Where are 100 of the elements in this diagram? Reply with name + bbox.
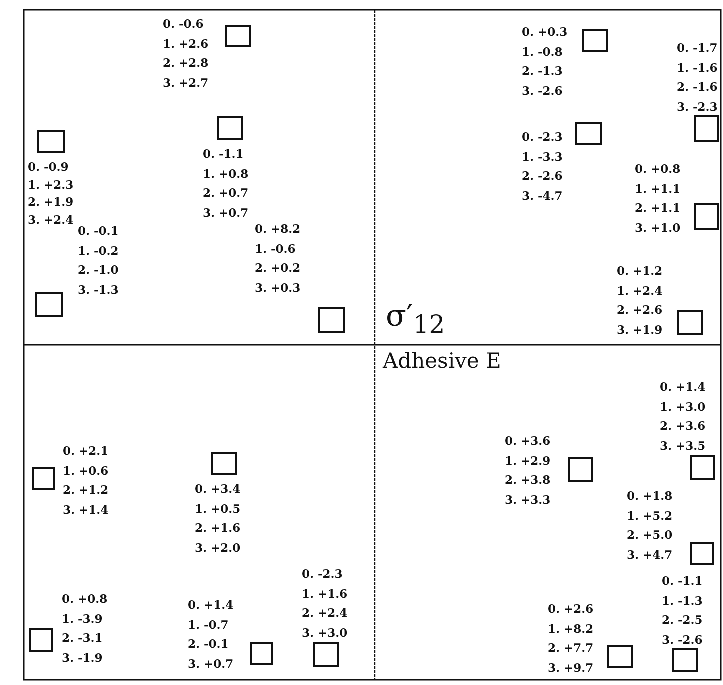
value-label: 3. +3.0 <box>302 626 348 640</box>
value-label: 1. +0.6 <box>63 464 109 478</box>
value-label: 2. -1.0 <box>78 263 119 277</box>
empty-square <box>29 628 53 652</box>
empty-square <box>694 203 719 230</box>
value-label: 2. +0.7 <box>203 186 249 200</box>
value-label: 1. +2.4 <box>617 284 663 298</box>
empty-square <box>677 310 703 335</box>
value-label: 2. +0.2 <box>255 261 301 275</box>
value-label: 0. -0.1 <box>78 224 119 238</box>
value-label: 1. +2.9 <box>505 454 551 468</box>
value-label: 0. +3.4 <box>195 482 241 496</box>
value-label: 1. -0.2 <box>78 244 119 258</box>
value-label: 1. -3.3 <box>522 150 563 164</box>
value-label: 3. -2.6 <box>522 84 563 98</box>
value-label: 0. -0.9 <box>28 160 69 174</box>
value-label: 1. -0.6 <box>255 242 296 256</box>
value-label: 0. +1.4 <box>660 380 706 394</box>
value-label: 2. +1.1 <box>635 201 681 215</box>
value-label: 1. +8.2 <box>548 622 594 636</box>
empty-square <box>32 467 55 490</box>
empty-square <box>225 25 251 47</box>
value-label: 3. +0.3 <box>255 280 301 294</box>
value-label: 2. +2.8 <box>163 56 209 70</box>
value-label: 2. -1.6 <box>677 80 718 94</box>
value-label: 2. +2.6 <box>617 303 663 317</box>
empty-square <box>250 642 273 665</box>
empty-square <box>575 122 602 145</box>
value-label: 0. -0.6 <box>163 17 204 31</box>
empty-square <box>318 307 345 333</box>
empty-square <box>672 648 698 672</box>
value-label: 1. +3.0 <box>660 400 706 414</box>
value-label: 3. +1.9 <box>617 322 663 336</box>
value-label: 3. +1.0 <box>635 220 681 234</box>
value-label: 2. -2.5 <box>662 613 703 627</box>
value-label: 3. +3.5 <box>660 438 706 452</box>
value-label: 3. +9.7 <box>548 660 594 674</box>
value-label: 2. +1.6 <box>195 521 241 535</box>
value-label: 1. -3.9 <box>62 612 103 626</box>
value-label: 0. -1.7 <box>677 41 718 55</box>
value-label: 2. +1.9 <box>28 195 74 209</box>
value-label: 1. -0.8 <box>522 44 563 58</box>
value-label: 3. +0.7 <box>203 206 249 220</box>
value-label: 1. -1.6 <box>677 60 718 74</box>
empty-square <box>694 115 719 142</box>
value-label: 3. +2.7 <box>163 76 209 90</box>
value-label: 3. -4.7 <box>522 188 563 202</box>
value-label: 1. -0.7 <box>188 618 229 632</box>
value-label: 0. +1.2 <box>617 264 663 278</box>
value-label: 0. +2.6 <box>548 602 594 616</box>
value-label: 1. +1.1 <box>635 182 681 196</box>
value-label: 2. -2.6 <box>522 169 563 183</box>
empty-square <box>690 542 714 565</box>
empty-square <box>217 116 243 140</box>
value-label: 2. +1.2 <box>63 483 109 497</box>
value-label: 3. +2.0 <box>195 540 241 554</box>
value-label: 1. +0.8 <box>203 166 249 180</box>
value-label: 2. -1.3 <box>522 64 563 78</box>
value-label: 0. -2.3 <box>522 130 563 144</box>
value-label: 0. -1.1 <box>203 147 244 161</box>
value-label: 2. -0.1 <box>188 637 229 651</box>
value-label: 1. +1.6 <box>302 586 348 600</box>
value-label: 1. +2.6 <box>163 36 209 50</box>
empty-square <box>690 455 715 480</box>
value-label: 3. +4.7 <box>627 548 673 562</box>
value-label: 2. -3.1 <box>62 631 103 645</box>
value-label: 3. -2.6 <box>662 632 703 646</box>
value-label: 0. +0.3 <box>522 25 568 39</box>
value-label: 0. +0.8 <box>635 162 681 176</box>
value-label: 0. +0.8 <box>62 592 108 606</box>
value-label: 0. +1.8 <box>627 489 673 503</box>
value-label: 3. +1.4 <box>63 502 109 516</box>
value-label: 2. +3.8 <box>505 473 551 487</box>
empty-square <box>35 292 63 317</box>
value-label: 1. +2.3 <box>28 178 74 192</box>
value-label: 2. +3.6 <box>660 419 706 433</box>
empty-square <box>313 642 339 667</box>
value-label: 2. +7.7 <box>548 641 594 655</box>
value-label: 0. -2.3 <box>302 567 343 581</box>
empty-square <box>568 457 593 482</box>
stress-symbol: σ′$_{12}$ <box>386 300 446 338</box>
value-label: 0. +8.2 <box>255 222 301 236</box>
value-label: 1. +0.5 <box>195 502 241 516</box>
value-label: 3. -1.3 <box>78 282 119 296</box>
value-label: 2. +2.4 <box>302 606 348 620</box>
value-label: 0. +2.1 <box>63 444 109 458</box>
panel-title: Adhesive E <box>383 350 502 374</box>
empty-square <box>211 452 237 475</box>
value-label: 2. +5.0 <box>627 528 673 542</box>
value-label: 3. +0.7 <box>188 656 234 670</box>
value-label: 0. -1.1 <box>662 574 703 588</box>
value-label: 3. +3.3 <box>505 492 551 506</box>
empty-square <box>582 29 608 52</box>
empty-square <box>37 130 65 153</box>
value-label: 3. -2.3 <box>677 100 718 114</box>
value-label: 1. -1.3 <box>662 594 703 608</box>
empty-square <box>607 645 633 668</box>
value-label: 0. +3.6 <box>505 434 551 448</box>
value-label: 3. +2.4 <box>28 212 74 226</box>
value-label: 3. -1.9 <box>62 650 103 664</box>
